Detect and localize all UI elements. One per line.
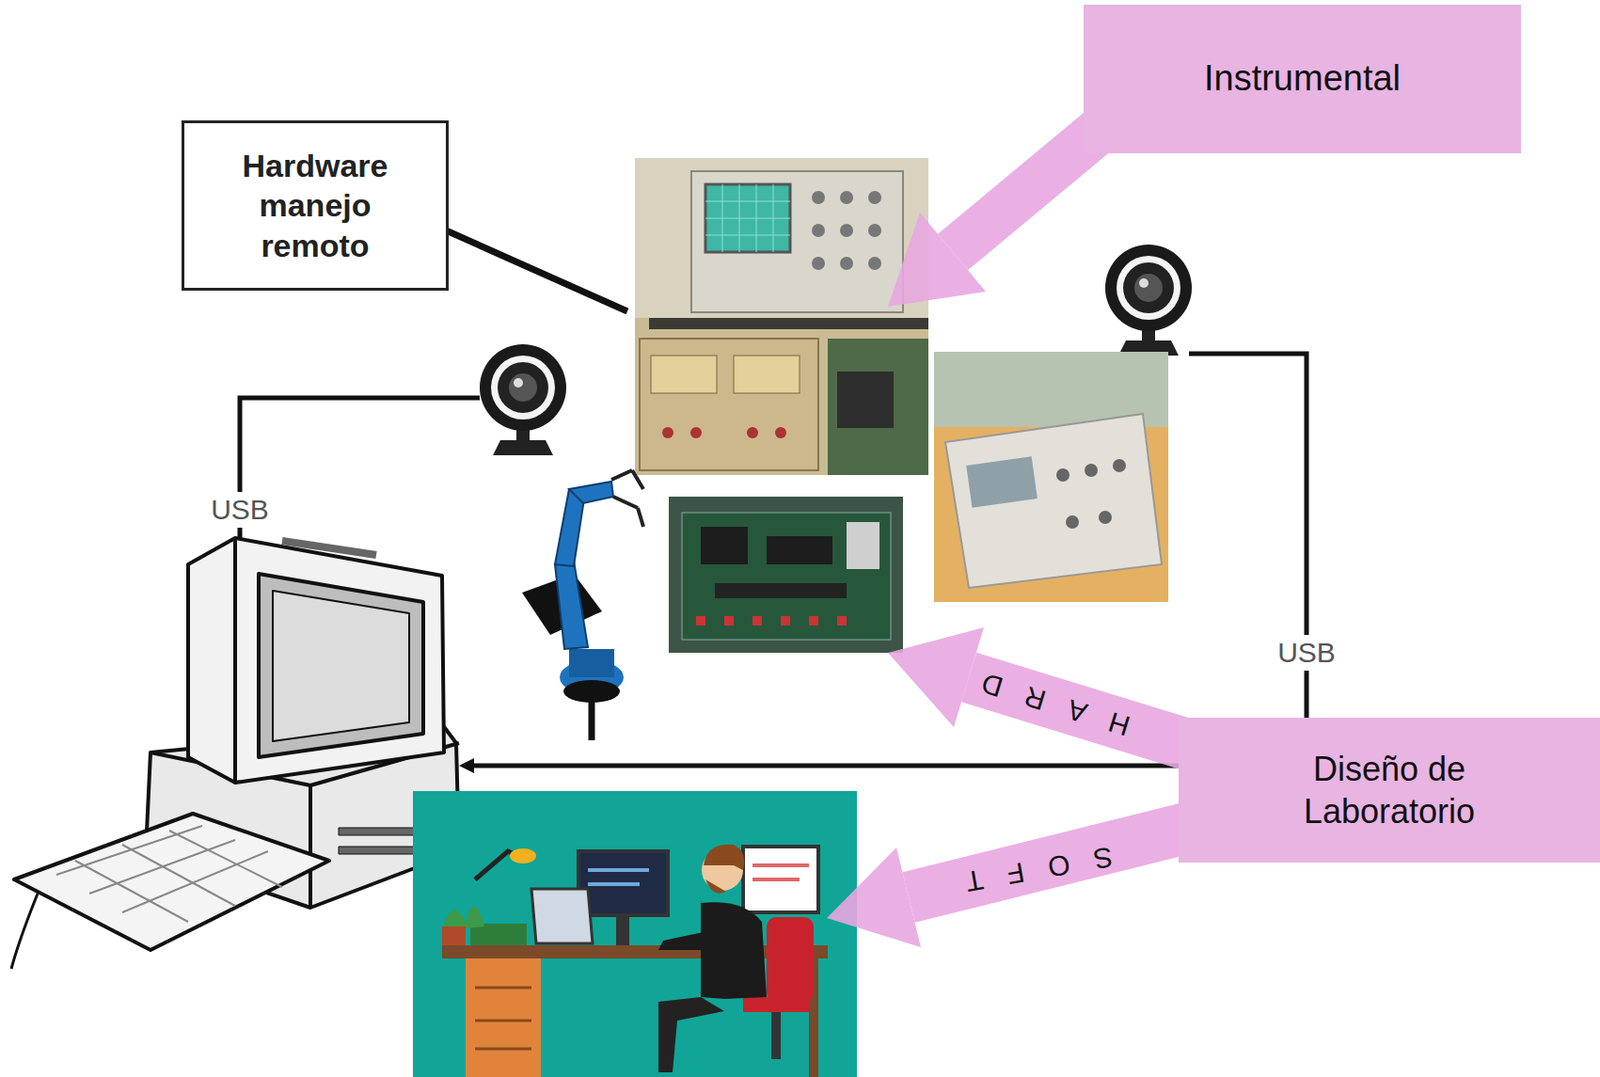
- callout-box: Instrumental: [1083, 4, 1521, 154]
- robot-arm: [522, 470, 644, 703]
- board-photo: [668, 496, 903, 653]
- computer: [11, 538, 460, 969]
- node-text: Instrumental: [1203, 56, 1401, 102]
- developer-illustration: [412, 791, 857, 1077]
- port-label: USB: [206, 491, 273, 528]
- node-text: Diseño de Laboratorio: [1276, 747, 1503, 833]
- callout-box: Diseño de Laboratorio: [1178, 717, 1600, 863]
- port-label: USB: [1273, 634, 1340, 671]
- generator-photo: [934, 351, 1169, 602]
- wire-arrow: [459, 758, 475, 774]
- webcam: [1105, 244, 1192, 356]
- webcam: [479, 344, 567, 456]
- label-box: Hardware manejo remoto: [181, 120, 449, 291]
- node-text: Hardware manejo remoto: [242, 145, 389, 267]
- instrument-photo: [634, 158, 929, 476]
